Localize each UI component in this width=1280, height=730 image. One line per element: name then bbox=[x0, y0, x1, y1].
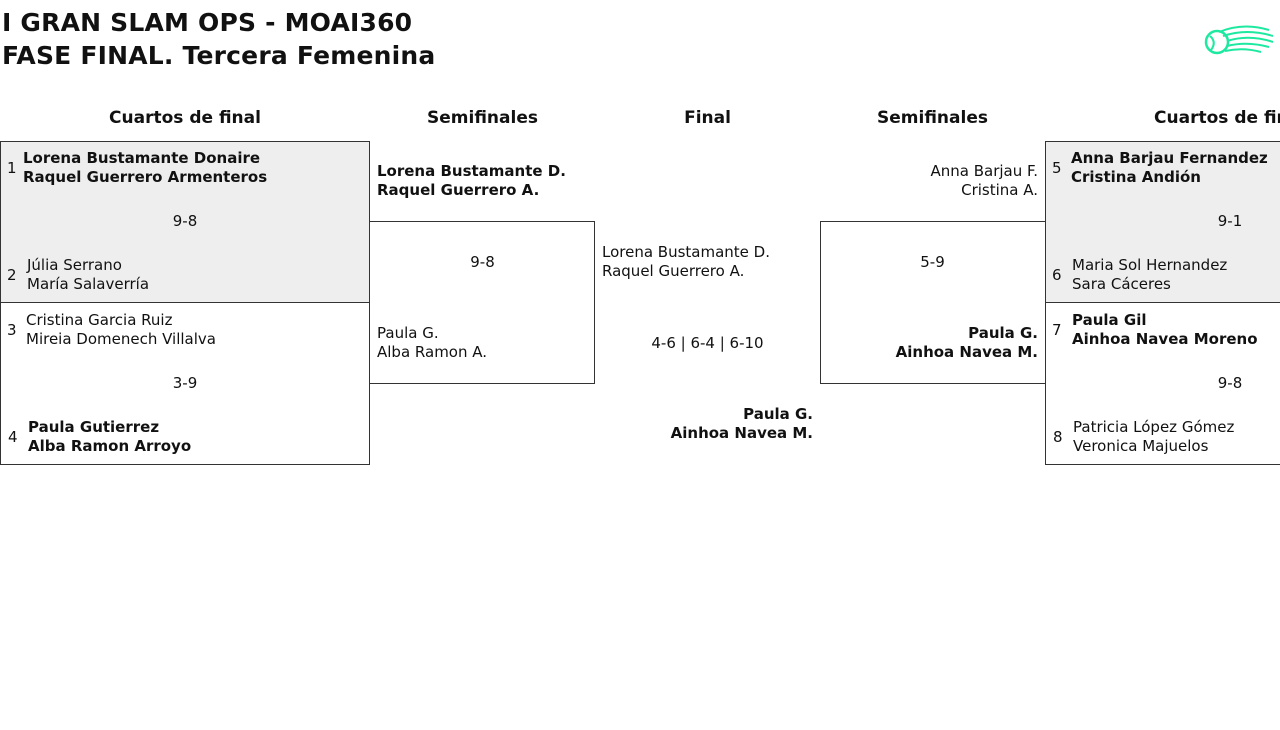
sf-left-team-1: Lorena Bustamante D. Raquel Guerrero A. bbox=[377, 162, 566, 200]
column-header-quarterfinals-left: Cuartos de final bbox=[109, 108, 261, 128]
player-name: Paula G. bbox=[743, 405, 813, 423]
player-name: Cristina Garcia Ruiz bbox=[26, 311, 173, 329]
column-header-semifinals-right: Semifinales bbox=[877, 108, 988, 128]
player-name: Mireia Domenech Villalva bbox=[26, 330, 216, 348]
team-name: Júlia Serrano María Salaverría bbox=[27, 256, 149, 294]
team-name: Anna Barjau Fernandez Cristina Andión bbox=[1071, 149, 1268, 187]
player-name: Raquel Guerrero Armenteros bbox=[23, 168, 268, 186]
seed-number: 7 bbox=[1052, 321, 1062, 339]
player-name: Cristina Andión bbox=[1071, 168, 1201, 186]
player-name: Veronica Majuelos bbox=[1073, 437, 1209, 455]
player-name: Anna Barjau F. bbox=[930, 162, 1038, 180]
page-title: I GRAN SLAM OPS - MOAI360 bbox=[2, 8, 413, 37]
player-name: Ainhoa Navea Moreno bbox=[1072, 330, 1258, 348]
team-name: Cristina Garcia Ruiz Mireia Domenech Vil… bbox=[26, 311, 216, 349]
player-name: Maria Sol Hernandez bbox=[1072, 256, 1228, 274]
match-score: 9-8 bbox=[470, 253, 495, 271]
team-name: Maria Sol Hernandez Sara Cáceres bbox=[1072, 256, 1227, 294]
match-score: 3-9 bbox=[172, 374, 198, 392]
right-quarterfinals-clip: Cuartos de final 5 Anna Barjau Fernandez… bbox=[1045, 100, 1280, 480]
player-name: Paula G. bbox=[377, 324, 439, 342]
player-name: Lorena Bustamante D. bbox=[602, 243, 770, 261]
team-name: Patricia López Gómez Veronica Majuelos bbox=[1073, 418, 1234, 456]
seed-number: 3 bbox=[7, 321, 17, 339]
player-name: Cristina A. bbox=[961, 181, 1038, 199]
column-header-final: Final bbox=[684, 108, 731, 128]
seed-number: 6 bbox=[1052, 266, 1062, 284]
player-name: Paula G. bbox=[968, 324, 1038, 342]
player-name: Sara Cáceres bbox=[1072, 275, 1171, 293]
qf-left-match-1 bbox=[0, 141, 370, 303]
sf-right-connector bbox=[820, 221, 1046, 384]
column-header-semifinals-left: Semifinales bbox=[427, 108, 538, 128]
seed-number: 2 bbox=[7, 266, 17, 284]
player-name: Alba Ramon Arroyo bbox=[28, 437, 192, 455]
player-name: Lorena Bustamante Donaire bbox=[23, 149, 261, 167]
player-name: Ainhoa Navea M. bbox=[895, 343, 1038, 361]
seed-number: 1 bbox=[7, 159, 17, 177]
column-header-quarterfinals-right: Cuartos de final bbox=[1154, 108, 1280, 128]
sf-left-connector bbox=[369, 221, 595, 384]
final-score: 4-6 | 6-4 | 6-10 bbox=[651, 334, 764, 352]
team-name: Paula Gil Ainhoa Navea Moreno bbox=[1072, 311, 1258, 349]
match-score: 5-9 bbox=[920, 253, 945, 271]
page-subtitle: FASE FINAL. Tercera Femenina bbox=[2, 41, 436, 70]
seed-number: 8 bbox=[1053, 428, 1063, 446]
match-score: 9-8 bbox=[172, 212, 198, 230]
player-name: Paula Gutierrez bbox=[28, 418, 160, 436]
seed-number: 4 bbox=[8, 428, 18, 446]
seed-number: 5 bbox=[1052, 159, 1062, 177]
final-team-1: Lorena Bustamante D. Raquel Guerrero A. bbox=[602, 243, 770, 281]
player-name: Alba Ramon A. bbox=[377, 343, 488, 361]
sf-left-team-2: Paula G. Alba Ramon A. bbox=[377, 324, 487, 362]
match-score: 9-8 bbox=[1217, 374, 1243, 392]
player-name: Anna Barjau Fernandez bbox=[1071, 149, 1268, 167]
player-name: María Salaverría bbox=[27, 275, 150, 293]
match-score: 9-1 bbox=[1217, 212, 1243, 230]
team-name: Lorena Bustamante Donaire Raquel Guerrer… bbox=[23, 149, 267, 187]
sf-right-team-1: Anna Barjau F. Cristina A. bbox=[820, 162, 1038, 200]
player-name: Júlia Serrano bbox=[27, 256, 122, 274]
player-name: Patricia López Gómez bbox=[1073, 418, 1235, 436]
qf-right-match-1 bbox=[1045, 141, 1280, 303]
player-name: Ainhoa Navea M. bbox=[670, 424, 813, 442]
final-team-2: Paula G. Ainhoa Navea M. bbox=[600, 405, 813, 443]
player-name: Raquel Guerrero A. bbox=[602, 262, 745, 280]
tennis-ball-logo-icon bbox=[1204, 25, 1274, 55]
player-name: Paula Gil bbox=[1072, 311, 1147, 329]
player-name: Raquel Guerrero A. bbox=[377, 181, 540, 199]
sf-right-team-2: Paula G. Ainhoa Navea M. bbox=[820, 324, 1038, 362]
team-name: Paula Gutierrez Alba Ramon Arroyo bbox=[28, 418, 191, 456]
player-name: Lorena Bustamante D. bbox=[377, 162, 566, 180]
